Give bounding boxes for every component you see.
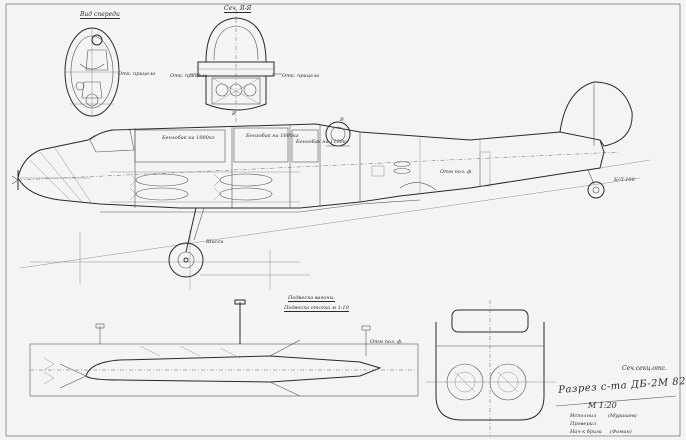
main-landing-gear: [168, 207, 205, 278]
fuel-tank-1: [134, 129, 226, 163]
section-right-label: Сеч.секц.отс.: [622, 365, 667, 372]
vertical-tail: [559, 81, 633, 147]
ref-line-label-1: Отм пол. ф.: [440, 169, 473, 175]
left-note-1: Отк. прицела: [118, 71, 156, 77]
signature-name-1: (Мурашев): [608, 413, 637, 419]
b-mark-1: В: [232, 111, 236, 117]
signature-role-1: Исполнил: [570, 413, 597, 419]
tank-label-1: Бензобак на 1000кг: [162, 135, 215, 141]
tank-label-3: Бензобак на 1100кг: [296, 139, 349, 145]
right-note-1: Отк. прицела: [282, 73, 320, 79]
signature-role-2: Проверил: [570, 421, 597, 427]
signature-role-3: Нач-к брига: [570, 429, 602, 435]
bomb-bay: [110, 171, 300, 203]
section-right-view: [426, 300, 556, 436]
front-view: [64, 27, 120, 117]
scale-label: М 1:20: [588, 401, 617, 410]
suspension-title-2: Подвеска отсека м 1:10: [284, 305, 349, 312]
fuel-tank-2: [233, 127, 289, 163]
front-view-label: Вид спереди: [80, 11, 120, 19]
fuselage-side-view: [11, 81, 651, 290]
sheet-border: [5, 3, 681, 437]
tail-wheel-label: Б/Л-100: [614, 177, 635, 183]
left-note-2: Отк. прицела: [170, 73, 208, 79]
suspension-title-1: Подвеска вагоны,: [288, 295, 336, 302]
ref-line-label-2: Отм пол. ф.: [370, 339, 403, 345]
section-label: Сеч. Я-Я: [224, 5, 252, 13]
signature-name-3: (Фомин): [610, 429, 632, 435]
fuel-tank-3: [291, 129, 319, 163]
bomb-suspension-view: [29, 299, 419, 397]
tank-label-2: Бензобак на 1600кг: [246, 133, 299, 139]
gear-label: Шасси: [206, 239, 224, 245]
section-a-a: [190, 10, 282, 122]
tail-wheel: [587, 169, 605, 199]
b-mark-2: В: [340, 117, 344, 123]
